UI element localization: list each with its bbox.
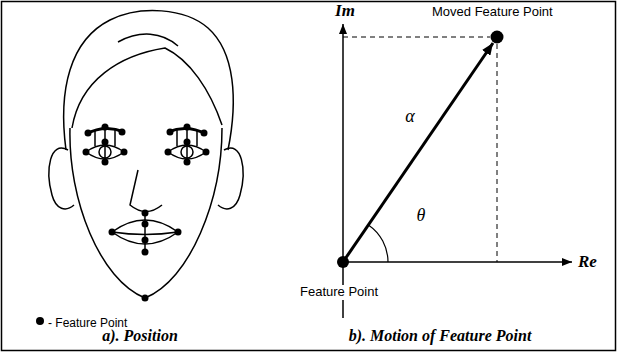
projection-line: [497, 44, 498, 262]
axis-label: Im: [335, 1, 355, 21]
feature-point: [83, 149, 90, 156]
legend-dot: [36, 317, 44, 325]
face-outline: [70, 128, 222, 298]
right-ear: [218, 148, 243, 209]
face-drawing: [49, 11, 243, 298]
complex-plane: [343, 24, 572, 318]
feature-point: [109, 229, 116, 236]
legend-text: - Feature Point: [48, 316, 127, 330]
feature-point: [203, 149, 210, 156]
motion-vector: [343, 43, 493, 262]
legend-item: - Feature Point: [48, 313, 127, 331]
feature-point: [102, 124, 109, 131]
mouth-link: [144, 213, 146, 252]
feature-point: [165, 149, 172, 156]
feature-point: [102, 159, 109, 166]
feature-point: [142, 210, 149, 217]
axis-label: Re: [578, 252, 597, 272]
feature-point: [184, 159, 191, 166]
feature-point: [102, 139, 109, 146]
angle-arc: [368, 225, 388, 262]
panel-caption: b). Motion of Feature Point: [349, 327, 532, 345]
feature-point: [142, 237, 149, 244]
angle-symbol: θ: [417, 205, 426, 226]
magnitude-symbol: α: [405, 106, 414, 127]
left-eye-links: [95, 127, 115, 162]
feature-point: [184, 139, 191, 146]
point-label: Moved Feature Point: [432, 5, 553, 20]
hair-fringe: [72, 48, 222, 128]
hair-strand: [118, 34, 178, 46]
feature-point: [121, 149, 128, 156]
feature-point: [119, 129, 126, 136]
origin-point: [337, 256, 349, 268]
point-label: Feature Point: [298, 285, 380, 300]
feature-point: [142, 249, 149, 256]
feature-point: [167, 129, 174, 136]
re-axis: [343, 261, 572, 263]
feature-point: [142, 221, 149, 228]
left-ear: [49, 148, 74, 209]
right-eye-links: [177, 127, 197, 162]
hair-outline: [64, 11, 234, 150]
nose: [130, 170, 162, 212]
moved-point: [491, 31, 504, 44]
feature-point: [85, 130, 92, 137]
feature-point: [201, 130, 208, 137]
im-axis: [342, 24, 344, 318]
feature-point: [184, 124, 191, 131]
feature-point: [142, 295, 149, 302]
feature-point: [175, 229, 182, 236]
projection-line: [343, 37, 490, 38]
feature-points: [83, 124, 210, 302]
